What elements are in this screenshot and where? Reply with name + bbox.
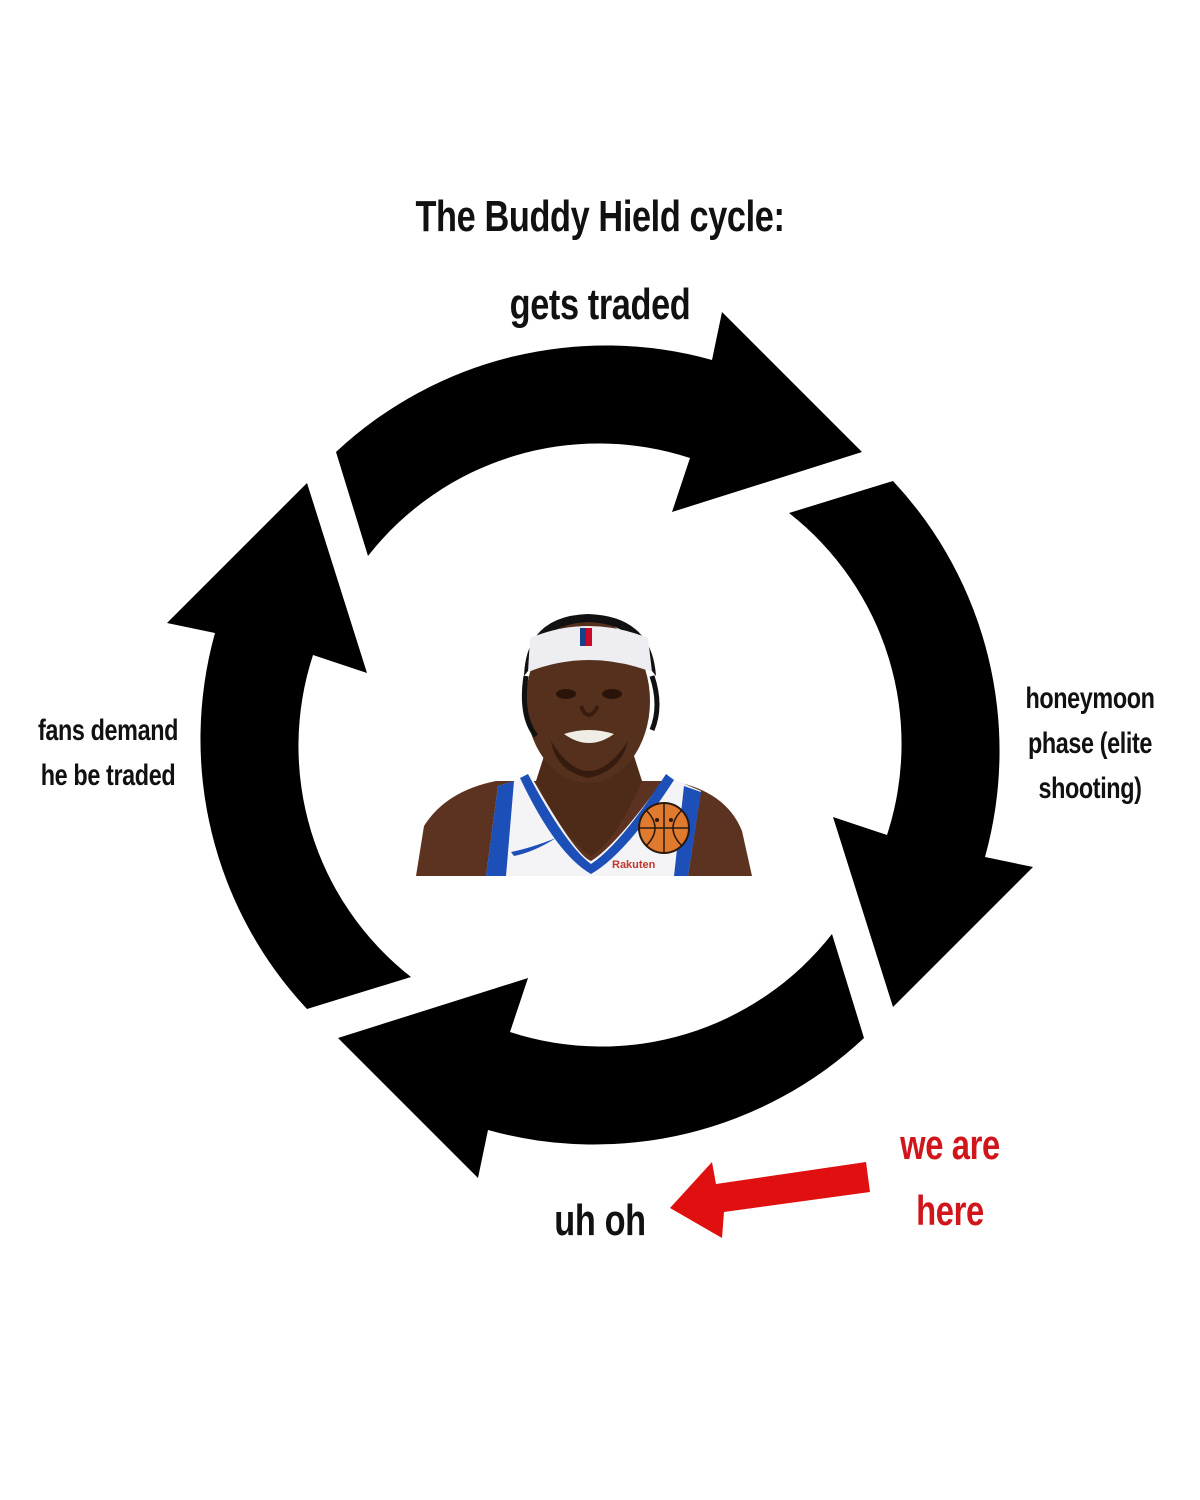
arrow-top-icon	[336, 312, 862, 556]
stage-honeymoon-line: honeymoon	[1025, 682, 1155, 715]
stage-honeymoon: honeymoon phase (elite shooting)	[1012, 676, 1168, 811]
sponsor-text: Rakuten	[612, 859, 656, 871]
stage-fans-demand: fans demand he be traded	[30, 708, 186, 798]
neck	[536, 756, 642, 856]
stage-uh-oh: uh oh	[554, 1196, 646, 1245]
arrow-bottom-icon	[338, 934, 864, 1178]
diagram-title: The Buddy Hield cycle:	[415, 192, 785, 241]
stage-gets-traded: gets traded	[509, 280, 691, 329]
we-are-here-line: here	[916, 1187, 984, 1234]
arrow-right-icon	[789, 481, 1033, 1007]
stage-honeymoon-line: shooting)	[1038, 772, 1142, 805]
arrow-left-icon	[167, 483, 411, 1009]
basketball-face-icon	[638, 802, 690, 854]
player-portrait: Rakuten	[416, 614, 752, 876]
we-are-here-label: we are here	[872, 1112, 1028, 1244]
headband	[528, 626, 652, 672]
we-are-here-line: we are	[900, 1121, 1000, 1168]
hair	[524, 614, 656, 676]
stage-fans-demand-line: he be traded	[40, 759, 176, 792]
jersey-collar	[520, 774, 674, 874]
stage-honeymoon-line: phase (elite	[1027, 727, 1153, 760]
red-pointer-arrow-icon	[670, 1162, 870, 1238]
jersey-trim-left	[486, 781, 514, 876]
nike-swoosh-icon	[511, 838, 556, 856]
stage-fans-demand-line: fans demand	[37, 714, 179, 747]
